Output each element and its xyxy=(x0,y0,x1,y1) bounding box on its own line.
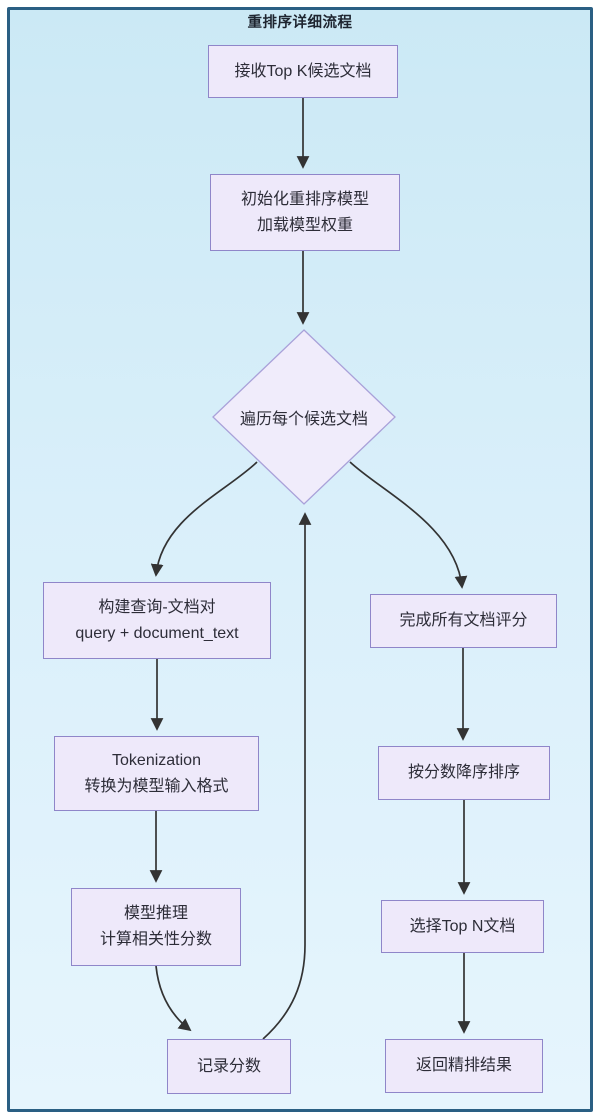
node-loop-each-candidate: 遍历每个候选文档 xyxy=(212,395,396,439)
node-label-line2: 加载模型权重 xyxy=(256,216,353,234)
node-init-rerank-model: 初始化重排序模型 加载模型权重 xyxy=(210,174,400,251)
node-sort-by-score-desc: 按分数降序排序 xyxy=(378,746,550,800)
node-record-score: 记录分数 xyxy=(167,1039,291,1094)
node-label-line1: 构建查询-文档对 xyxy=(98,598,216,616)
node-label-line1: 模型推理 xyxy=(123,905,188,923)
node-label: 选择Top N文档 xyxy=(409,917,516,935)
diagram-title: 重排序详细流程 xyxy=(247,15,353,31)
node-label: 按分数降序排序 xyxy=(407,764,520,782)
node-label: 遍历每个候选文档 xyxy=(239,411,368,428)
node-label-line1: 初始化重排序模型 xyxy=(240,190,369,208)
edge-record-loop-back xyxy=(262,512,312,1040)
node-label: 返回精排结果 xyxy=(415,1057,512,1075)
node-model-inference: 模型推理 计算相关性分数 xyxy=(71,888,241,966)
edge-inference-to-record xyxy=(155,965,192,1032)
edge-loop-to-all-scored xyxy=(349,461,468,589)
node-build-query-doc-pair: 构建查询-文档对 query + document_text xyxy=(43,582,271,659)
node-all-docs-scored: 完成所有文档评分 xyxy=(370,594,557,648)
loop-diamond-shape xyxy=(212,329,396,505)
node-label: 完成所有文档评分 xyxy=(399,612,528,630)
node-select-topn-docs: 选择Top N文档 xyxy=(381,900,544,953)
node-label-line2: 计算相关性分数 xyxy=(99,931,212,948)
node-label-line1: Tokenization xyxy=(112,751,201,769)
node-label: 接收Top K候选文档 xyxy=(234,62,372,80)
node-tokenization: Tokenization 转换为模型输入格式 xyxy=(54,736,259,811)
node-label-line2: 转换为模型输入格式 xyxy=(84,777,229,795)
node-label-line2: query + document_text xyxy=(75,624,239,642)
edge-loop-to-build-pair xyxy=(150,461,258,577)
node-receive-topk-docs: 接收Top K候选文档 xyxy=(208,45,398,98)
node-label: 记录分数 xyxy=(196,1057,261,1075)
node-return-reranked-results: 返回精排结果 xyxy=(385,1039,543,1093)
